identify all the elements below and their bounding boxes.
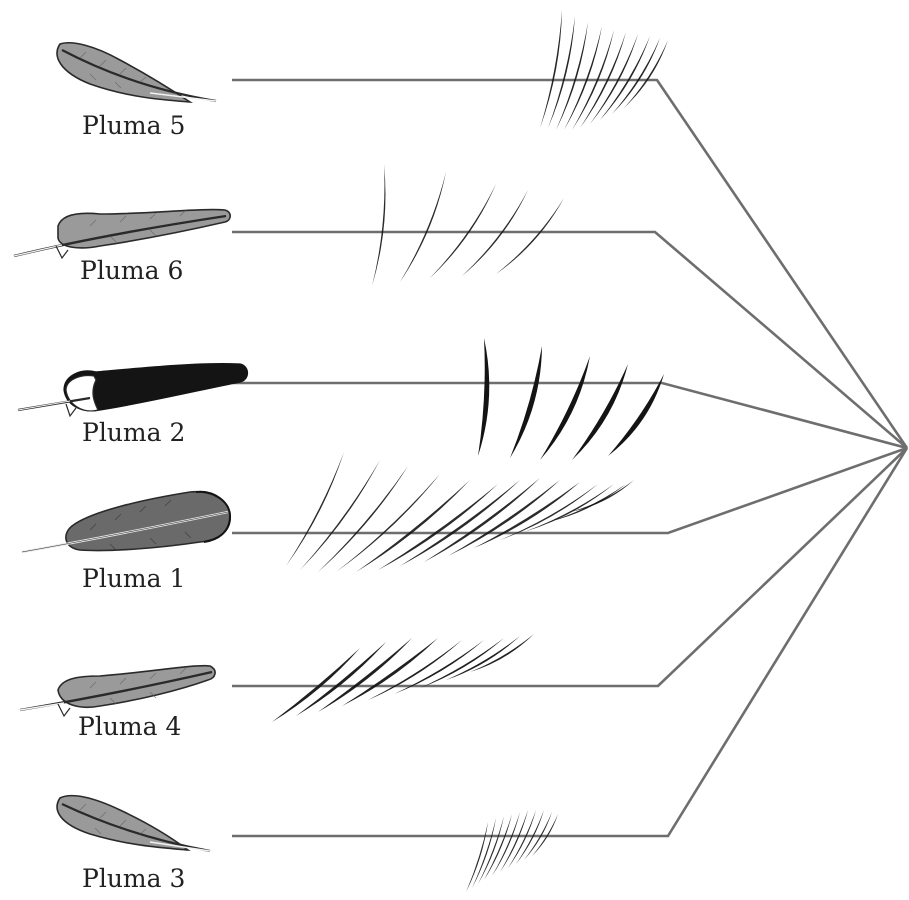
barb-pluma-5 <box>564 26 602 130</box>
feather-label-pluma-3: Pluma 3 <box>82 864 185 893</box>
barb-pluma-1 <box>448 480 560 556</box>
feather-icon-pluma-3 <box>57 796 210 851</box>
feather-icon-pluma-6 <box>14 210 230 258</box>
barb-pluma-2 <box>608 374 664 456</box>
barb-pluma-4 <box>296 642 386 716</box>
feather-label-pluma-4: Pluma 4 <box>78 712 181 741</box>
feather-label-pluma-1: Pluma 1 <box>82 564 185 593</box>
barb-pluma-4 <box>446 636 520 680</box>
connector-line-pluma-3 <box>232 448 907 836</box>
barb-pluma-6 <box>496 198 564 274</box>
barb-pluma-1 <box>300 460 380 570</box>
barb-pluma-4 <box>342 638 438 706</box>
feather-icon-pluma-1 <box>22 492 230 552</box>
feather-label-pluma-6: Pluma 6 <box>80 256 183 285</box>
barb-pluma-2 <box>510 346 542 458</box>
barb-pluma-5 <box>540 10 562 128</box>
barb-patterns <box>272 10 668 892</box>
barb-pluma-2 <box>540 356 590 460</box>
barb-pluma-1 <box>286 452 344 566</box>
feather-label-pluma-2: Pluma 2 <box>82 418 185 447</box>
barb-pluma-6 <box>400 172 446 282</box>
barb-pluma-4 <box>368 640 462 700</box>
barb-pluma-1 <box>318 466 408 572</box>
feather-icon-pluma-4 <box>20 666 215 716</box>
barb-pluma-5 <box>624 40 668 108</box>
barb-pluma-1 <box>500 484 598 540</box>
barb-pluma-5 <box>548 16 575 128</box>
feather-icon-pluma-2 <box>18 364 248 416</box>
barb-pluma-1 <box>424 478 540 562</box>
barb-pluma-5 <box>612 38 660 114</box>
feather-label-pluma-5: Pluma 5 <box>82 111 185 140</box>
barb-pluma-5 <box>600 36 650 120</box>
feather-icon-pluma-5 <box>57 43 216 102</box>
barb-pluma-2 <box>478 338 489 456</box>
barb-pluma-6 <box>372 164 385 286</box>
connector-line-pluma-5 <box>232 80 907 448</box>
connector-lines <box>232 80 907 836</box>
